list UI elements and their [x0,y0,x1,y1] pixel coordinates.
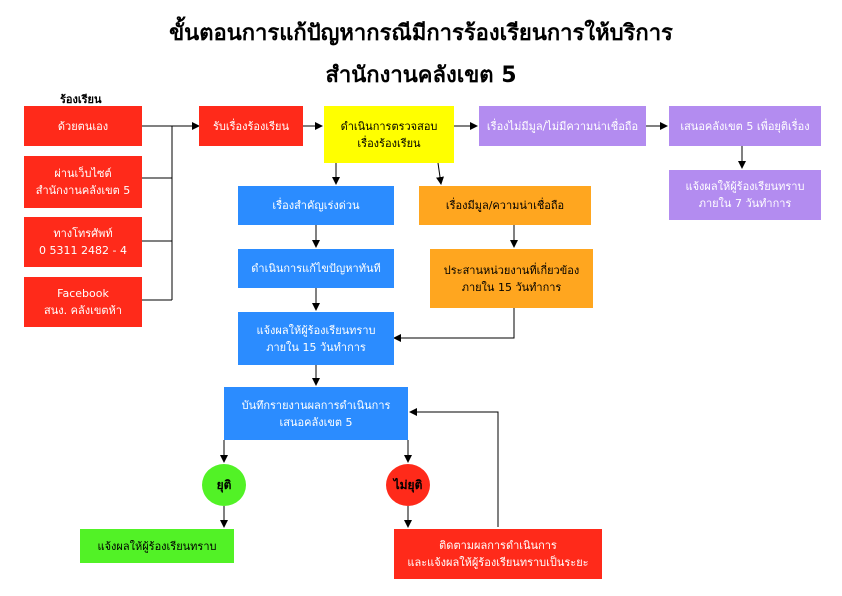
step-has-merit: เรื่องมีมูล/ความน่าเชื่อถือ [419,186,591,225]
step-investigate: ดำเนินการตรวจสอบ เรื่องร้องเรียน [324,106,454,163]
step-no-merit: เรื่องไม่มีมูล/ไม่มีความน่าเชื่อถือ [479,106,646,146]
step-receive-complaint: รับเรื่องร้องเรียน [199,106,303,146]
diagram-title-line1: ขั้นตอนการแก้ปัญหากรณีมีการร้องเรียนการใ… [169,21,673,46]
step-urgent: เรื่องสำคัญเร่งด่วน [238,186,394,225]
step-propose-end: เสนอคลังเขต 5 เพื่อยุติเรื่อง [669,106,821,146]
decision-end: ยุติ [202,464,246,506]
step-record-report: บันทึกรายงานผลการดำเนินการ เสนอคลังเขต 5 [224,387,408,440]
channel-walk-in: ด้วยตนเอง [24,106,142,146]
step-notify-result: แจ้งผลให้ผู้ร้องเรียนทราบ [80,529,234,563]
channels-heading: ร้องเรียน [60,93,102,106]
channel-phone: ทางโทรศัพท์ 0 5311 2482 - 4 [24,217,142,267]
step-notify-15-days: แจ้งผลให้ผู้ร้องเรียนทราบ ภายใน 15 วันทำ… [238,312,394,365]
decision-not-end: ไม่ยุติ [386,464,430,506]
channel-website: ผ่านเว็บไซต์ สำนักงานคลังเขต 5 [24,156,142,208]
step-follow-up: ติดตามผลการดำเนินการ และแจ้งผลให้ผู้ร้อง… [394,529,602,579]
channel-facebook: Facebook สนง. คลังเขตห้า [24,277,142,327]
diagram-title-line2: สำนักงานคลังเขต 5 [325,63,517,88]
step-fix-immediately: ดำเนินการแก้ไขปัญหาทันที [238,249,394,288]
step-notify-7-days: แจ้งผลให้ผู้ร้องเรียนทราบ ภายใน 7 วันทำก… [669,170,821,220]
step-coordinate: ประสานหน่วยงานที่เกี่ยวข้อง ภายใน 15 วัน… [430,249,593,308]
